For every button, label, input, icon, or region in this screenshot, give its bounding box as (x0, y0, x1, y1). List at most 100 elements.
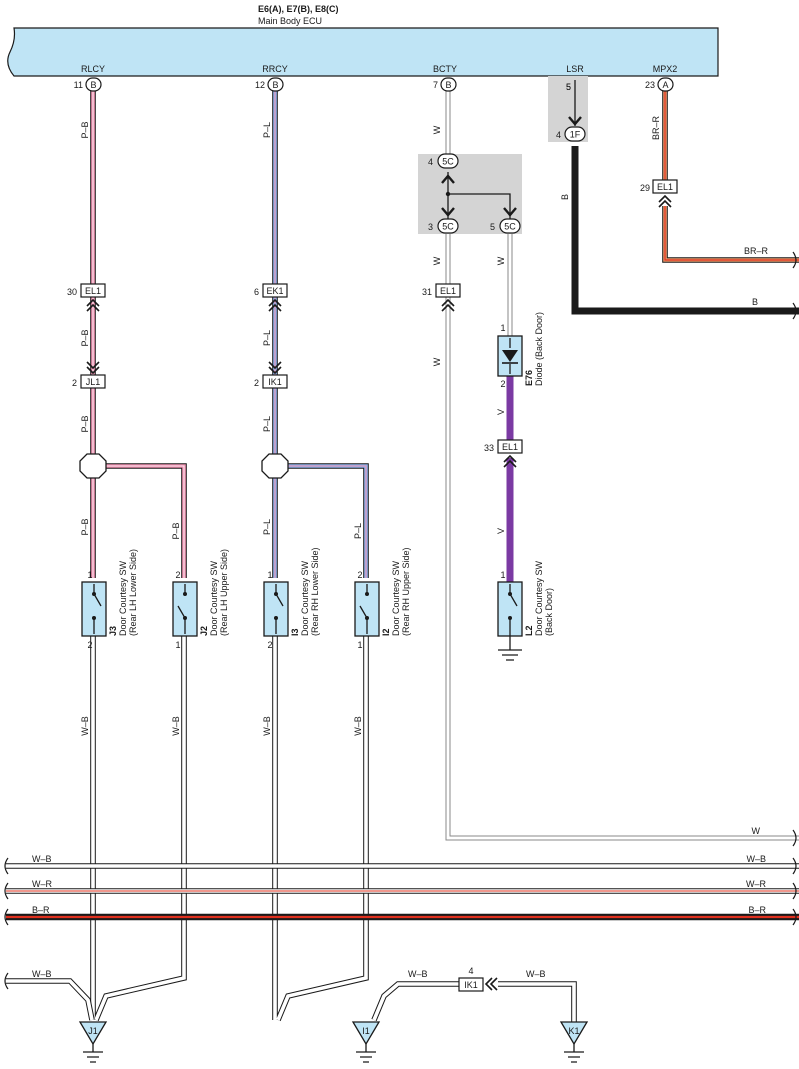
svg-text:29: 29 (640, 183, 650, 193)
left-label-wr: W–R (32, 879, 53, 889)
wire-bcty (445, 90, 799, 841)
wire-label-bcty-1: W (432, 125, 442, 134)
junction-5c-wiring (441, 172, 517, 220)
svg-text:Door Courtesy SW: Door Courtesy SW (300, 560, 310, 636)
wire-label-lsr: B (560, 194, 570, 200)
ecu-terminal-mpx2: MPX2 (653, 64, 678, 74)
bottom-left-label-wb: W–B (32, 969, 52, 979)
svg-text:6: 6 (254, 287, 259, 297)
wire-rrcy (272, 90, 369, 578)
svg-text:EK1: EK1 (266, 286, 283, 296)
svg-text:12: 12 (255, 80, 265, 90)
svg-text:EL1: EL1 (502, 442, 518, 452)
switch-j3: 1 2 (81, 570, 107, 650)
svg-text:2: 2 (175, 570, 180, 580)
switch-i2: 2 1 (354, 570, 380, 650)
svg-text:JL1: JL1 (86, 377, 101, 387)
junction-lh (79, 453, 107, 479)
connector-ek1-rrcy: EK1 6 (254, 283, 288, 312)
svg-text:2: 2 (500, 379, 505, 389)
svg-text:I2: I2 (381, 628, 391, 636)
svg-text:(Rear RH Upper Side): (Rear RH Upper Side) (401, 547, 411, 636)
svg-text:I3: I3 (290, 628, 300, 636)
svg-text:5: 5 (566, 82, 571, 92)
label-i3: I3 Door Courtesy SW (Rear RH Lower Side) (290, 547, 320, 636)
svg-text:(Back Door): (Back Door) (544, 588, 554, 636)
connector-5c-right: 5C 5 (490, 218, 521, 234)
wire-label-mpx2: BR–R (651, 116, 661, 141)
svg-text:2: 2 (267, 640, 272, 650)
svg-text:E76: E76 (524, 370, 534, 386)
junction-rh (261, 453, 289, 479)
wire-label-v-2: V (496, 528, 506, 534)
ecu-pin-rrcy: B 12 (255, 77, 284, 92)
svg-text:A: A (662, 80, 668, 90)
right-label-br: B–R (748, 905, 766, 915)
wire-rlcy (90, 90, 187, 578)
svg-text:EL1: EL1 (85, 286, 101, 296)
wire-mpx2 (662, 90, 799, 263)
svg-text:4: 4 (428, 157, 433, 167)
wire-bottom-left-wb (6, 978, 95, 1021)
svg-text:K1: K1 (568, 1026, 579, 1036)
ecu-connectors-label: E6(A), E7(B), E8(C) (258, 4, 339, 14)
connector-el1-rlcy: EL1 30 (67, 283, 106, 312)
wire-label-rrcy-3: P–L (262, 416, 272, 432)
ecu-pin-mpx2: A 23 (645, 77, 674, 92)
svg-text:J3: J3 (108, 626, 118, 636)
ground-k1: K1 (559, 1021, 589, 1063)
svg-text:1F: 1F (570, 130, 581, 140)
wire-label-rlcy-5: P–B (171, 522, 181, 539)
wire-label-rrcy-4: P–L (262, 519, 272, 535)
wire-label-ground-4: W–B (353, 716, 363, 736)
connector-el1-bcty: EL1 31 (422, 283, 461, 312)
wire-label-rrcy-1: P–L (262, 122, 272, 138)
svg-text:5C: 5C (442, 157, 454, 167)
connector-el1-mpx: EL1 29 (640, 179, 678, 208)
connector-5c-left: 5C 3 (428, 218, 459, 234)
svg-text:B: B (90, 80, 96, 90)
switch-i3: 1 2 (263, 570, 289, 650)
svg-text:7: 7 (433, 80, 438, 90)
connector-el1-v: EL1 33 (484, 439, 523, 468)
wire-label-rlcy-2: P–B (80, 329, 90, 346)
wire-lsr (568, 80, 799, 315)
svg-text:IK1: IK1 (464, 980, 478, 990)
connector-jl1: JL1 2 (72, 361, 106, 389)
svg-text:5C: 5C (504, 222, 516, 232)
left-label-br: B–R (32, 905, 50, 915)
wire-label-bcty-4: W (496, 256, 506, 265)
ecu-name: Main Body ECU (258, 16, 322, 26)
ground-i1: I1 (351, 1021, 381, 1063)
right-label-b: B (752, 297, 758, 307)
label-j3: J3 Door Courtesy SW (Rear LH Lower Side) (108, 549, 138, 636)
ecu-terminal-rlcy: RLCY (81, 64, 105, 74)
svg-text:IK1: IK1 (268, 377, 282, 387)
wire-label-ground-2: W–B (171, 716, 181, 736)
right-label-wr: W–R (746, 879, 767, 889)
svg-text:(Rear LH Upper Side): (Rear LH Upper Side) (219, 549, 229, 636)
wire-label-ground-3: W–B (262, 716, 272, 736)
svg-text:2: 2 (357, 570, 362, 580)
svg-text:2: 2 (254, 378, 259, 388)
ecu-terminal-rrcy: RRCY (262, 64, 288, 74)
label-e76: E76 Diode (Back Door) (524, 312, 544, 386)
ecu-pin-lsr: 5 (566, 82, 571, 92)
wire-label-rrcy-5: P–L (353, 523, 363, 539)
svg-text:1: 1 (175, 640, 180, 650)
svg-text:L2: L2 (524, 625, 534, 636)
ecu-pin-rlcy: B 11 (74, 77, 102, 92)
ecu-body (7, 27, 719, 77)
ecu-terminal-bcty: BCTY (433, 64, 457, 74)
svg-text:B: B (445, 80, 451, 90)
right-label-w: W (752, 826, 761, 836)
svg-text:5C: 5C (442, 222, 454, 232)
ecu-terminal-lsr: LSR (566, 64, 584, 74)
svg-text:1: 1 (87, 570, 92, 580)
svg-text:Door Courtesy SW: Door Courtesy SW (391, 560, 401, 636)
svg-text:30: 30 (67, 287, 77, 297)
right-label-br-r: BR–R (744, 246, 769, 256)
diode-e76: 1 2 (497, 323, 523, 389)
left-label-wb: W–B (32, 854, 52, 864)
wire-label-v-1: V (496, 409, 506, 415)
